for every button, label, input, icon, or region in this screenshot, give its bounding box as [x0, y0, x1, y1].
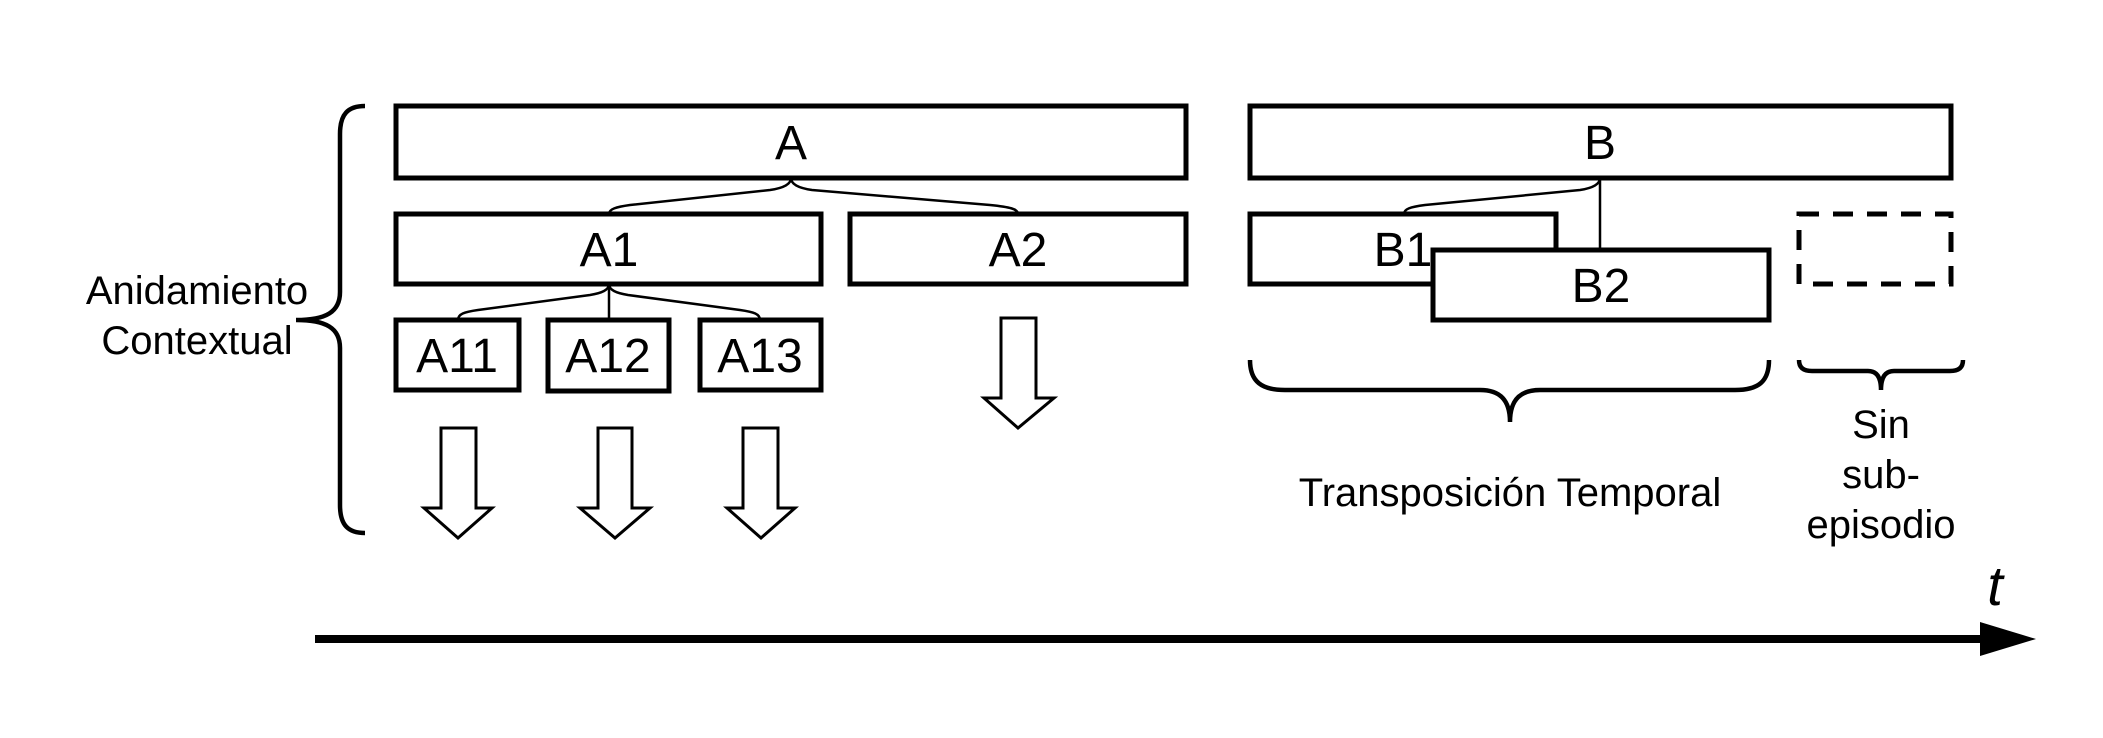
episode-box-b2: [1430, 247, 1772, 323]
episode-label-a12: A12: [565, 330, 650, 383]
connector-b-b1: [1402, 177, 1602, 215]
down-arrow-icon: [420, 426, 496, 541]
connector-a-a2: [789, 177, 1020, 215]
time-axis-arrowhead: [1980, 622, 2036, 656]
connector-a-a1: [607, 177, 793, 215]
episode-box-a2: [847, 211, 1189, 287]
down-arrow-icon: [980, 316, 1059, 430]
no-subepisode-brace: [1796, 359, 1966, 391]
connector-a1-a13: [607, 283, 762, 321]
episode-label-a2: A2: [989, 224, 1048, 277]
episode-box-a13: [697, 317, 824, 393]
episode-label-a: A: [775, 117, 807, 170]
nesting-brace: [295, 103, 366, 536]
time-axis-label: t: [1987, 554, 2005, 617]
nesting-label-line2: Contextual: [101, 319, 292, 363]
no-subepisode-label-line2: sub-: [1842, 453, 1920, 497]
empty-subepisode-box: [1796, 211, 1954, 287]
transposition-brace: [1247, 359, 1772, 423]
episode-box-b: [1247, 103, 1954, 181]
episode-label-a1: A1: [580, 224, 639, 277]
connector-a1-a11: [456, 283, 611, 321]
down-arrow-icon: [575, 426, 655, 540]
episode-label-b1: B1: [1374, 224, 1433, 277]
transposition-label: Transposición Temporal: [1299, 471, 1721, 515]
episode-label-a11: A11: [416, 330, 498, 383]
down-arrow-icon: [723, 426, 799, 541]
episode-label-a13: A13: [717, 330, 802, 383]
episode-box-a1: [393, 211, 824, 287]
no-subepisode-label-line3: episodio: [1806, 503, 1955, 547]
episode-box-a11: [393, 317, 522, 393]
episode-label-b2: B2: [1572, 260, 1631, 313]
nesting-label-line1: Anidamiento: [86, 269, 308, 313]
no-subepisode-label-line1: Sin: [1852, 403, 1910, 447]
episode-label-b: B: [1584, 117, 1616, 170]
episode-box-a: [393, 103, 1189, 181]
episode-box-a12: [545, 317, 672, 394]
